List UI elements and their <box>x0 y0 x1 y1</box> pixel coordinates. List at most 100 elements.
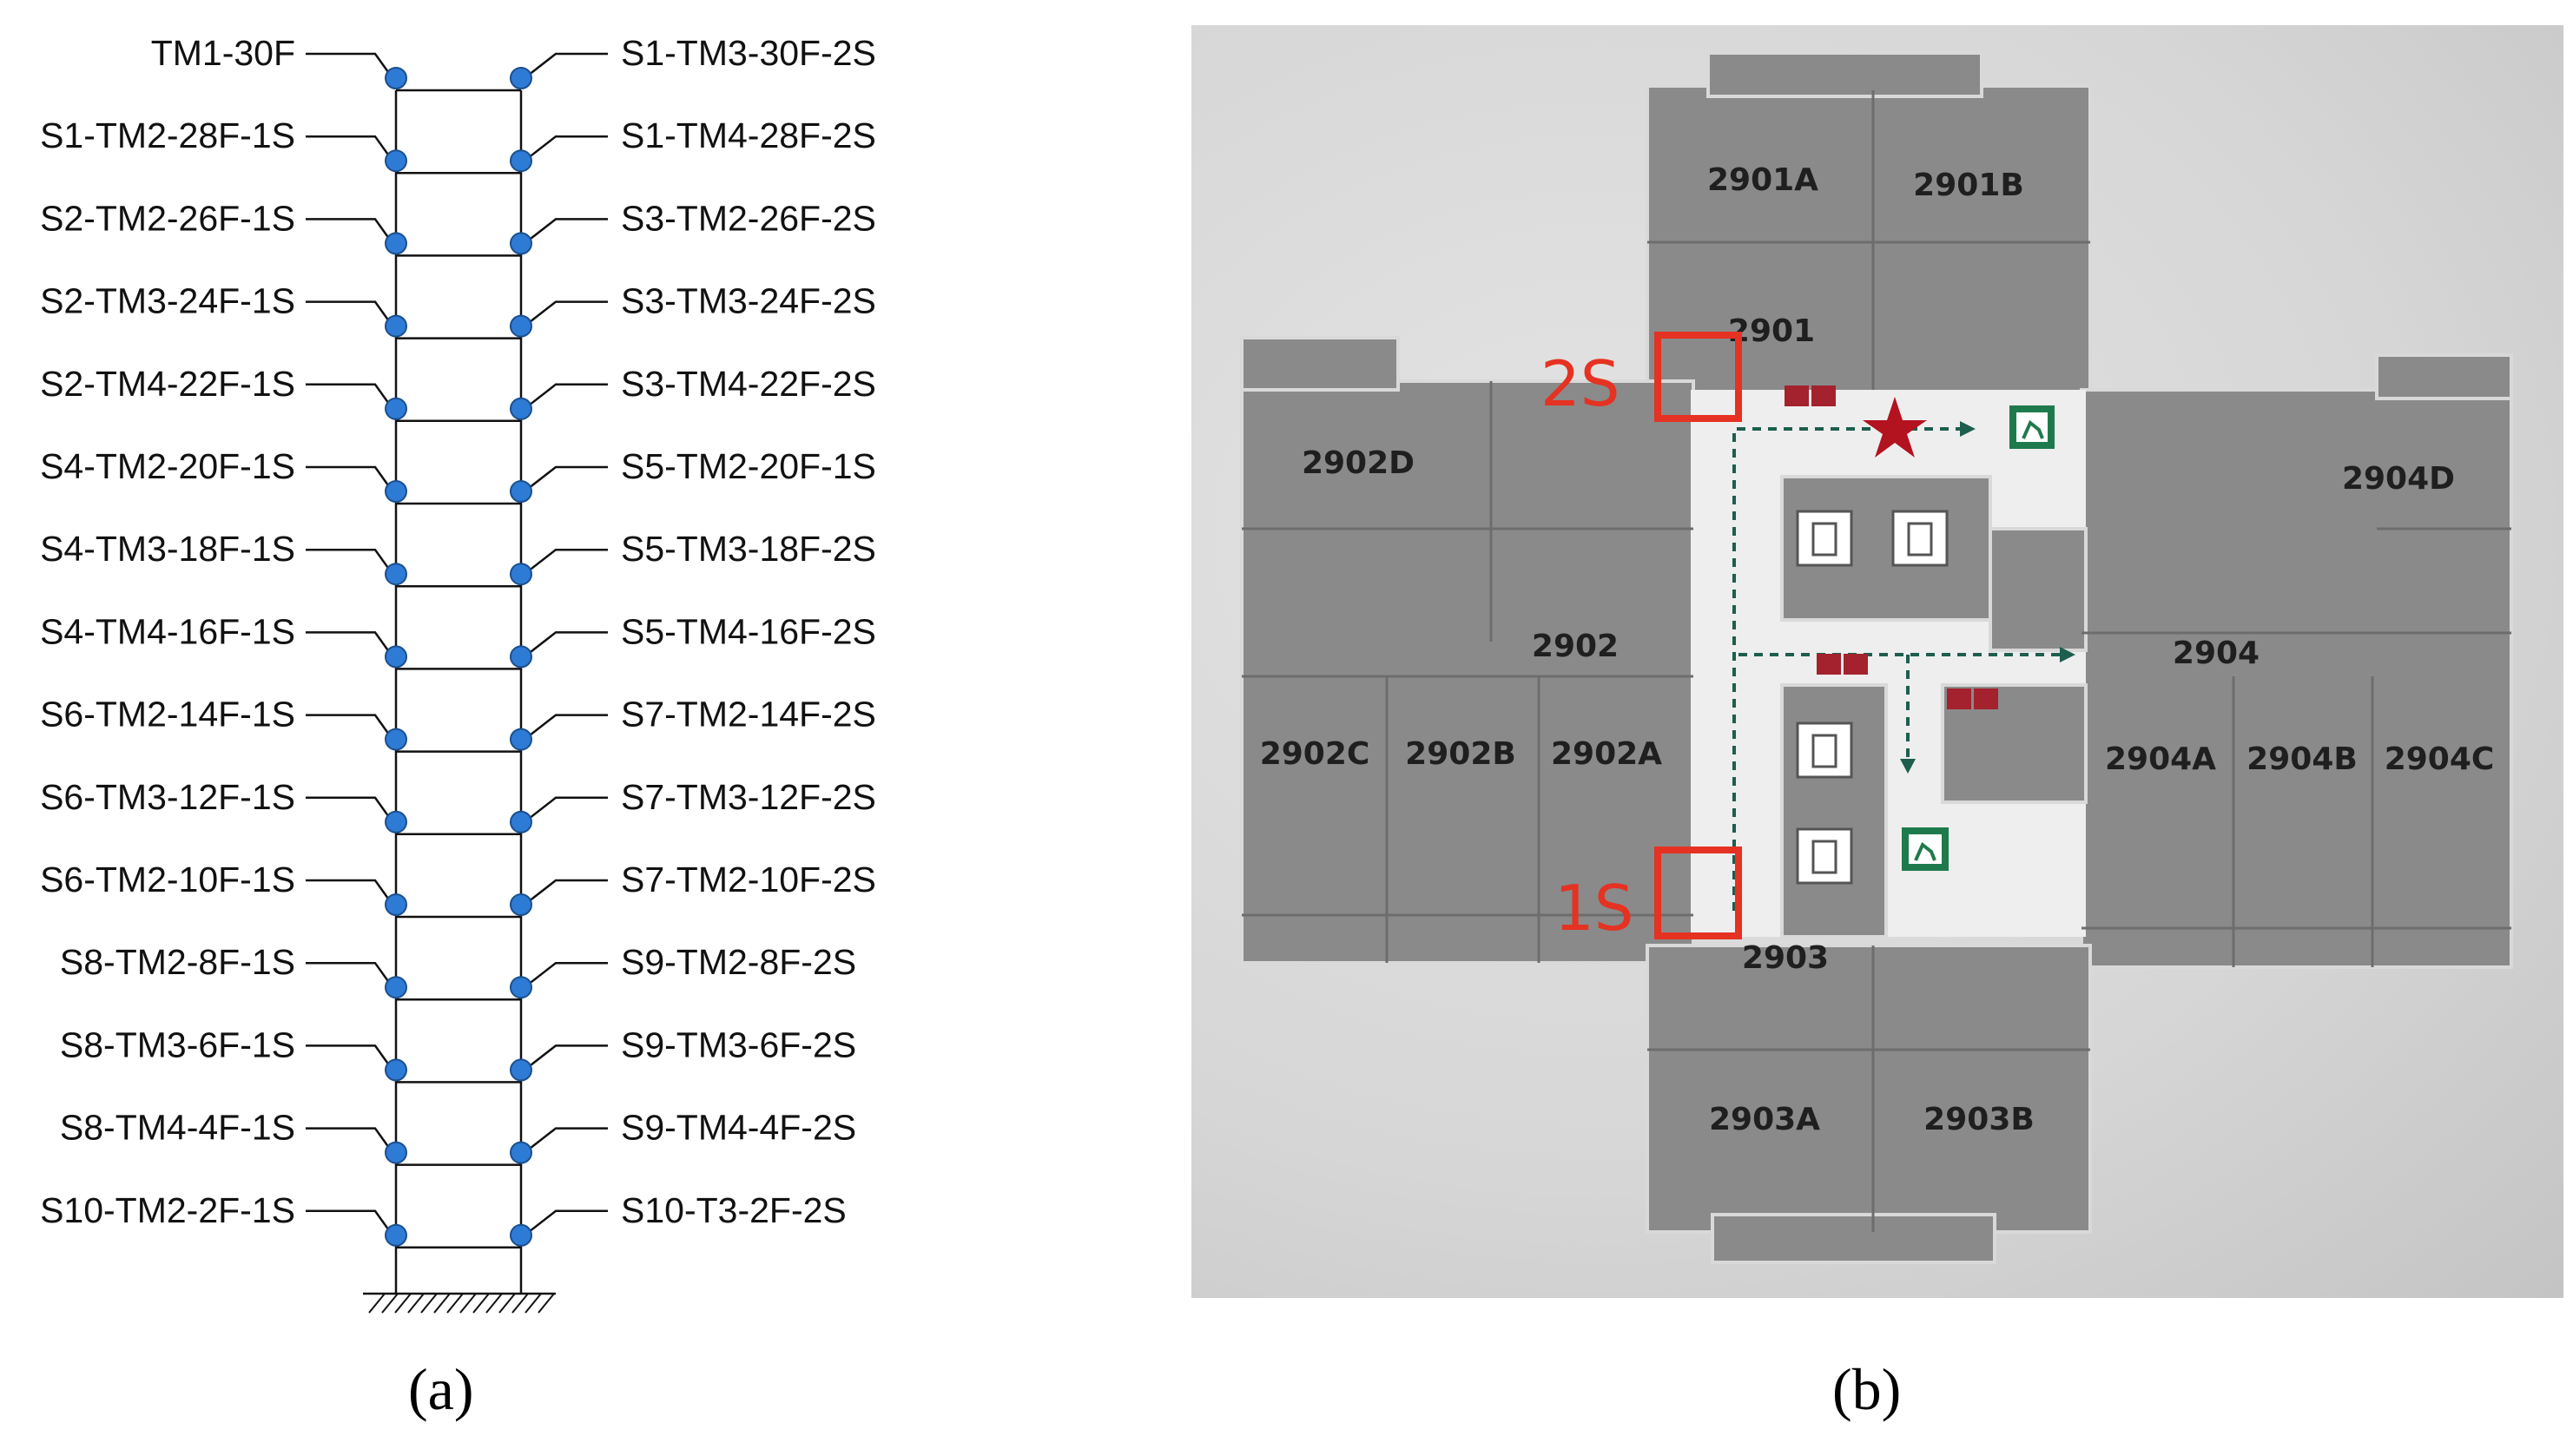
left-leader <box>306 300 394 327</box>
room-blocks <box>1240 51 2513 1264</box>
floor-plan: 2901A 2901B 2901 2902D 2902 2902C 2902B … <box>1240 51 2513 1264</box>
sensor-label-left: S8-TM4-4F-1S <box>60 1108 295 1148</box>
sensor-dot-right <box>510 563 532 586</box>
marker-1s-label: 1S <box>1554 872 1634 945</box>
marker-2s-label: 2S <box>1541 347 1620 420</box>
block-south <box>1646 944 2092 1234</box>
sensor-dot-right <box>510 314 532 338</box>
corridor-floor <box>1691 390 2086 937</box>
sensor-label-left: S6-TM3-12F-1S <box>40 777 295 817</box>
sensor-label-left: S10-TM2-2F-1S <box>40 1190 295 1230</box>
left-leader <box>306 52 394 79</box>
sensor-label-right: S10-T3-2F-2S <box>621 1190 847 1230</box>
block-east-cap <box>2375 353 2513 400</box>
sensor-label-left: S1-TM2-28F-1S <box>40 115 295 155</box>
right-leader <box>524 135 608 162</box>
room-label: 2904 <box>2173 636 2260 671</box>
fire-equipment-icon <box>1817 654 1868 675</box>
ground-hatch <box>394 1293 412 1314</box>
sensor-dot-left <box>385 728 407 751</box>
sensor-dot-left <box>385 976 407 999</box>
right-leader <box>524 218 608 245</box>
left-leader <box>306 796 394 823</box>
room-label: 2902 <box>1532 629 1619 664</box>
ground-hatch <box>472 1293 490 1314</box>
left-leader <box>306 1127 394 1154</box>
block-west-cap <box>1240 336 1400 392</box>
sensor-label-left: S8-TM3-6F-1S <box>60 1024 295 1064</box>
ground-hatch <box>485 1293 503 1314</box>
sensor-label-left: S2-TM2-26F-1S <box>40 198 295 238</box>
sensor-label-right: S1-TM3-30F-2S <box>621 33 876 73</box>
room-label: 2901 <box>1728 313 1815 349</box>
floor-plan-photo: 2901A 2901B 2901 2902D 2902 2902C 2902B … <box>1191 25 2563 1298</box>
fire-equipment-icon <box>1947 688 1998 709</box>
right-leader <box>524 300 608 327</box>
star-icon <box>1863 397 1927 458</box>
left-leader <box>306 879 394 906</box>
ground-hatch <box>459 1293 477 1314</box>
ground-hatch <box>524 1293 542 1314</box>
sensor-dot-left <box>385 314 407 338</box>
sensor-dot-left <box>385 645 407 669</box>
right-leader <box>524 714 608 741</box>
sensor-label-left: S8-TM2-8F-1S <box>60 942 295 982</box>
room-label: 2904C <box>2385 741 2495 777</box>
block-north <box>1646 84 2092 418</box>
ground-hatch <box>511 1293 529 1314</box>
caption-a: (a) <box>408 1356 474 1422</box>
left-leader <box>306 714 394 741</box>
sensor-dot-right <box>510 728 532 751</box>
room-labels: 2901A 2901B 2901 2902D 2902 2902C 2902B … <box>1260 162 2495 1137</box>
right-leader <box>524 1209 608 1236</box>
sensor-label-right: S7-TM2-14F-2S <box>621 695 876 735</box>
room-label: 2901B <box>1913 168 2024 203</box>
right-leader <box>524 548 608 576</box>
right-leader <box>524 796 608 823</box>
sensor-label-right: S7-TM2-10F-2S <box>621 860 876 899</box>
sensor-dot-right <box>510 1141 532 1164</box>
sensor-label-right: S9-TM3-6F-2S <box>621 1024 856 1064</box>
sensor-label-right: S3-TM3-24F-2S <box>621 281 876 321</box>
marker-1s-box <box>1654 847 1742 939</box>
sensor-dot-right <box>510 480 532 503</box>
block-east <box>2080 388 2513 969</box>
block-west <box>1240 379 1695 965</box>
block-south-cap <box>1711 1213 1996 1264</box>
exit-sign-icon <box>2009 405 2055 449</box>
ground-hatch <box>407 1293 425 1314</box>
right-leader <box>524 631 608 658</box>
sensor-label-right: S7-TM3-12F-2S <box>621 777 876 817</box>
sensor-dot-left <box>385 232 407 255</box>
elevator-icon <box>1891 510 1949 567</box>
room-label: 2904A <box>2105 741 2216 777</box>
sensor-dot-left <box>385 397 407 420</box>
left-leader <box>306 383 394 410</box>
sensor-dot-right <box>510 232 532 255</box>
right-leader <box>524 879 608 906</box>
sensor-dot-left <box>385 67 407 89</box>
sensor-markers: 2S 1S <box>1541 332 1742 945</box>
sensor-label-left: S4-TM4-16F-1S <box>40 611 295 651</box>
room-label: 2902C <box>1260 736 1370 772</box>
sensor-label-right: S5-TM2-20F-1S <box>621 446 876 486</box>
sensor-label-left: S2-TM3-24F-1S <box>40 281 295 321</box>
sensor-dot-right <box>510 67 532 89</box>
schematic-frame <box>363 90 556 1314</box>
sensor-dot-left <box>385 1223 407 1247</box>
sensor-dot-right <box>510 976 532 999</box>
corridor <box>1691 390 2088 939</box>
caption-b: (b) <box>1832 1356 1902 1422</box>
block-north-cap <box>1706 51 1983 98</box>
room-label: 2902A <box>1551 736 1662 772</box>
left-leader <box>306 548 394 575</box>
right-leader <box>524 383 608 410</box>
core-right <box>1989 527 2088 652</box>
sensor-label-left: S2-TM4-22F-1S <box>40 364 295 404</box>
room-label: 2902D <box>1302 445 1415 481</box>
right-leader <box>524 1127 608 1154</box>
left-leader <box>306 1209 394 1236</box>
sensor-label-right: S9-TM2-8F-2S <box>621 942 856 982</box>
